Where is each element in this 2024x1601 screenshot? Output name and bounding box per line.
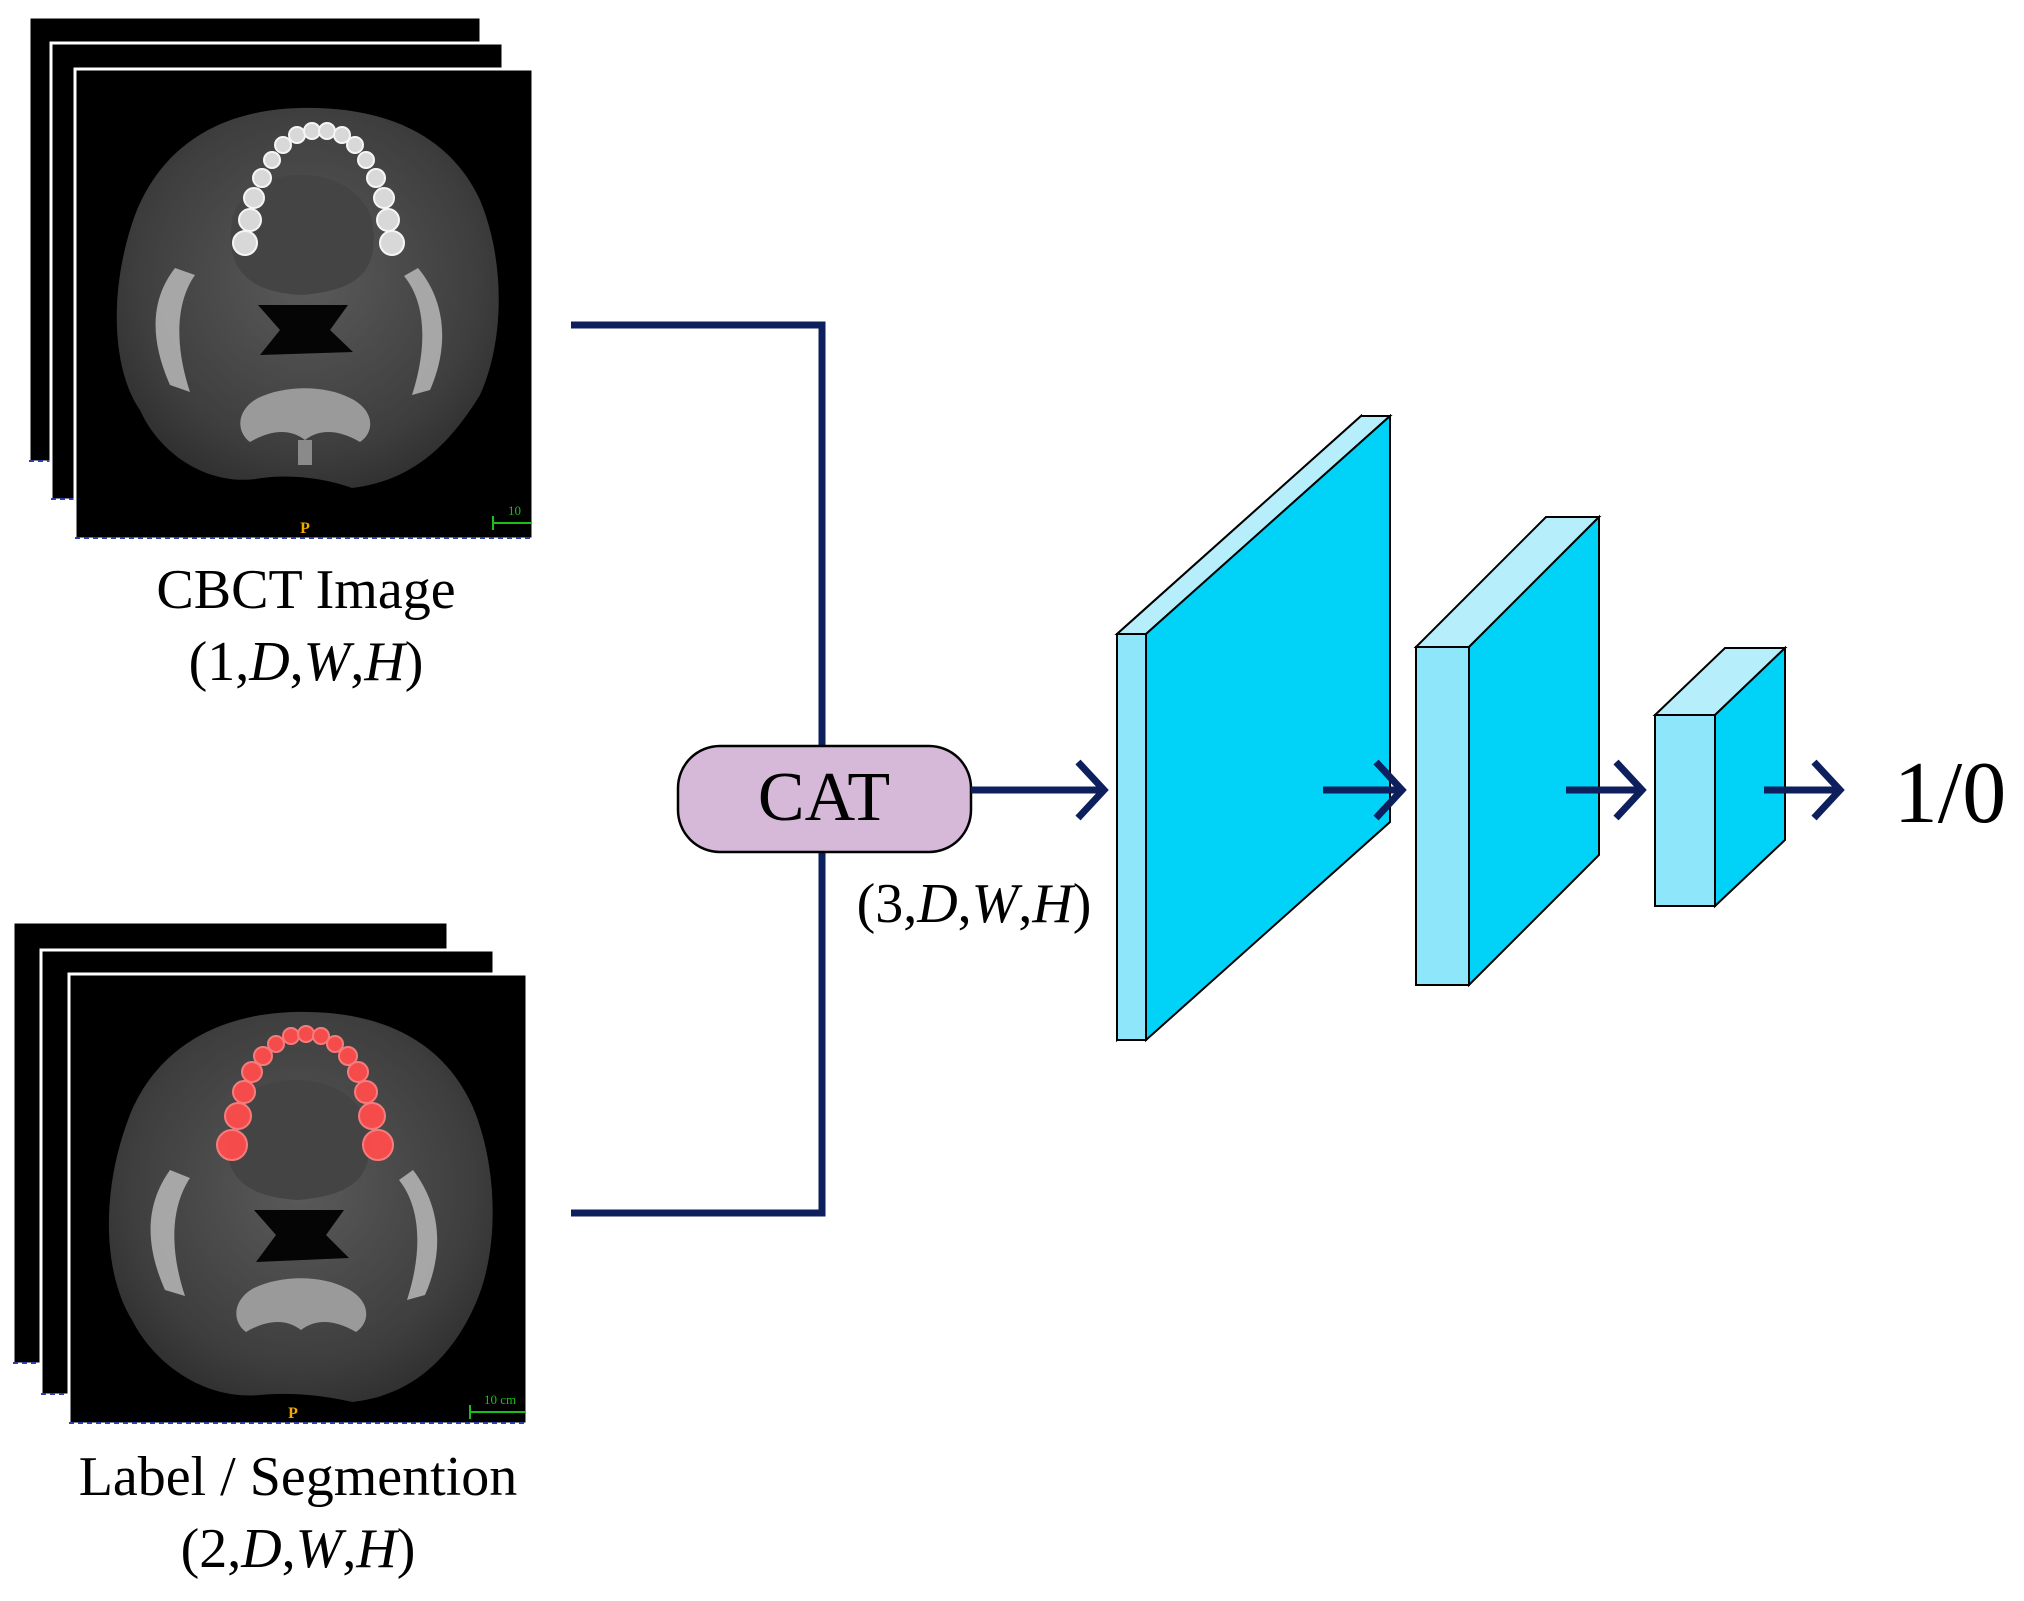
concat-shape: (3,D,W,H) bbox=[857, 873, 1092, 935]
label-image-stack: P 10 cm bbox=[11, 920, 529, 1426]
network-block-2 bbox=[1413, 514, 1602, 988]
cbct-teeth-arch bbox=[232, 122, 405, 256]
cbct-scale-bar bbox=[492, 516, 531, 530]
label-image-shape: (2,D,W,H) bbox=[181, 1518, 416, 1580]
label-connector bbox=[571, 852, 826, 1217]
label-right-ramus bbox=[399, 1170, 438, 1300]
concat-label: CAT bbox=[758, 759, 890, 836]
cbct-vertebra bbox=[240, 388, 371, 442]
label-airway bbox=[254, 1210, 349, 1262]
output-label: 1/0 bbox=[1894, 745, 2006, 842]
cbct-image-shape: (1,D,W,H) bbox=[189, 631, 424, 693]
cbct-airway bbox=[258, 305, 353, 355]
label-image-title: Label / Segmention bbox=[79, 1446, 518, 1508]
concat-node: CAT bbox=[676, 744, 973, 854]
cbct-image-stack: P 10 bbox=[27, 15, 535, 541]
label-vertebra bbox=[236, 1278, 367, 1332]
arrow-block1-to-block2 bbox=[1323, 759, 1407, 821]
cbct-image-title: CBCT Image bbox=[156, 559, 455, 621]
input-connectors bbox=[571, 321, 826, 1217]
label-head-silhouette bbox=[108, 1011, 493, 1402]
arrow-block2-to-block3 bbox=[1566, 759, 1647, 821]
label-scale-label: 10 cm bbox=[484, 1392, 516, 1407]
label-segmented-teeth bbox=[216, 1025, 394, 1161]
label-orientation-marker: P bbox=[288, 1405, 298, 1422]
label-slice-front: P 10 cm bbox=[67, 972, 529, 1426]
cbct-orientation-marker: P bbox=[300, 520, 310, 537]
cbct-connector bbox=[571, 321, 826, 746]
cbct-slice-front: P 10 bbox=[73, 67, 535, 541]
cbct-right-ramus bbox=[404, 268, 443, 395]
network-block-3 bbox=[1652, 645, 1788, 909]
label-scale-bar bbox=[469, 1405, 525, 1419]
arrow-cat-to-block1 bbox=[971, 759, 1109, 821]
flow-arrows bbox=[971, 759, 1845, 821]
arrow-block3-to-output bbox=[1764, 759, 1845, 821]
cbct-head-silhouette bbox=[116, 107, 499, 489]
cbct-left-ramus bbox=[155, 268, 195, 392]
cbct-scale-label: 10 bbox=[508, 503, 521, 518]
label-left-ramus bbox=[150, 1170, 190, 1296]
network-block-1 bbox=[1114, 413, 1393, 1043]
